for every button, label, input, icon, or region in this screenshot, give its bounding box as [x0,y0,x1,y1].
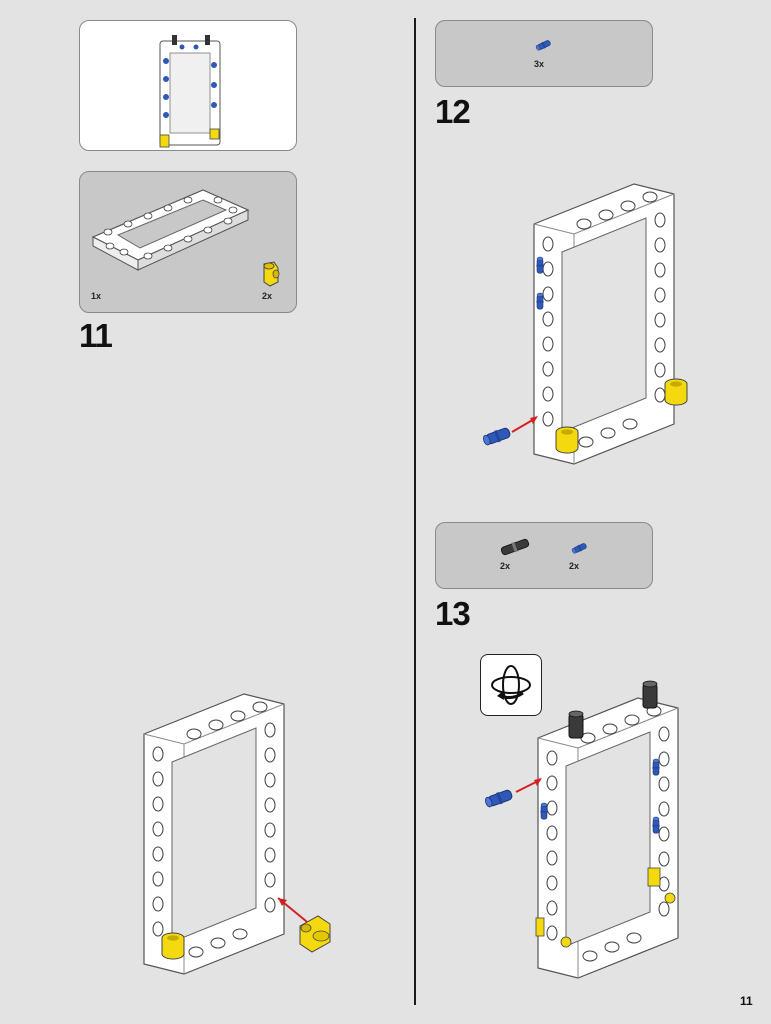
subassembly-preview-image [159,35,221,148]
yellow-connector-part [299,915,331,953]
part-qty-blue-pin: 3x [534,59,545,69]
part-qty-yellow-connector: 2x [262,291,273,301]
part-qty-black-axle-pin: 2x [500,561,511,571]
step-12-illustration [481,183,688,465]
step-13-illustration [483,680,679,979]
rotate-model-icon [480,654,542,716]
step-11-illustration [143,693,331,975]
column-divider [414,18,416,1005]
parts-list-panel-step-13: 2x 2x [435,522,653,589]
blue-pin-icon [534,38,552,52]
frame-icon [91,189,250,271]
subassembly-preview-panel [79,20,297,151]
step-number-13: 13 [435,595,471,632]
yellow-connector-icon [263,261,280,287]
black-axle-pin-icon [500,538,530,556]
step-number-12: 12 [435,93,471,130]
blue-pin-icon [570,541,588,555]
step-number-11: 11 [79,317,113,354]
parts-list-panel-step-11: 1x 2x [79,171,297,313]
page-number: 11 [740,994,753,1008]
parts-list-panel-step-12: 3x [435,20,653,87]
part-qty-blue-pin: 2x [569,561,580,571]
part-qty-frame: 1x [91,291,102,301]
